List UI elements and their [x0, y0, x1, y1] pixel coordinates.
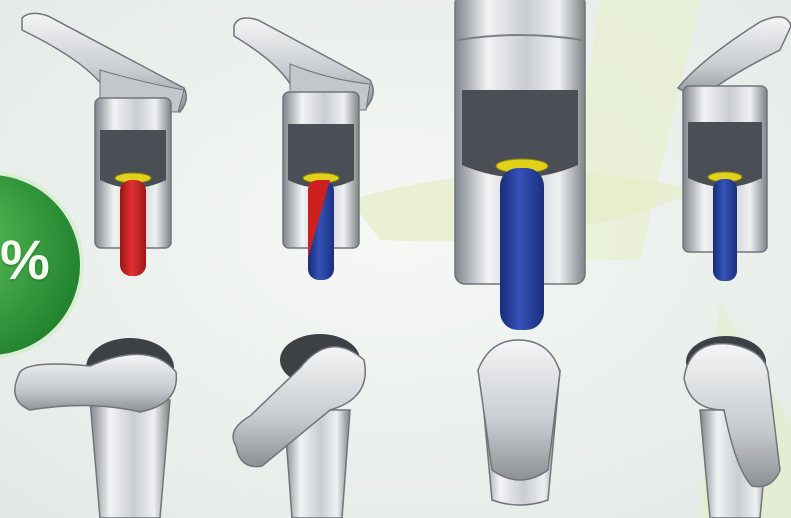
- badge-text: %: [0, 232, 50, 288]
- handle-top-cold-center: [478, 340, 560, 505]
- water-stream-cold: [500, 168, 544, 330]
- faucet-front-cold: [455, 0, 585, 330]
- water-stream-mixed: [308, 180, 334, 280]
- water-stream-hot: [120, 180, 146, 276]
